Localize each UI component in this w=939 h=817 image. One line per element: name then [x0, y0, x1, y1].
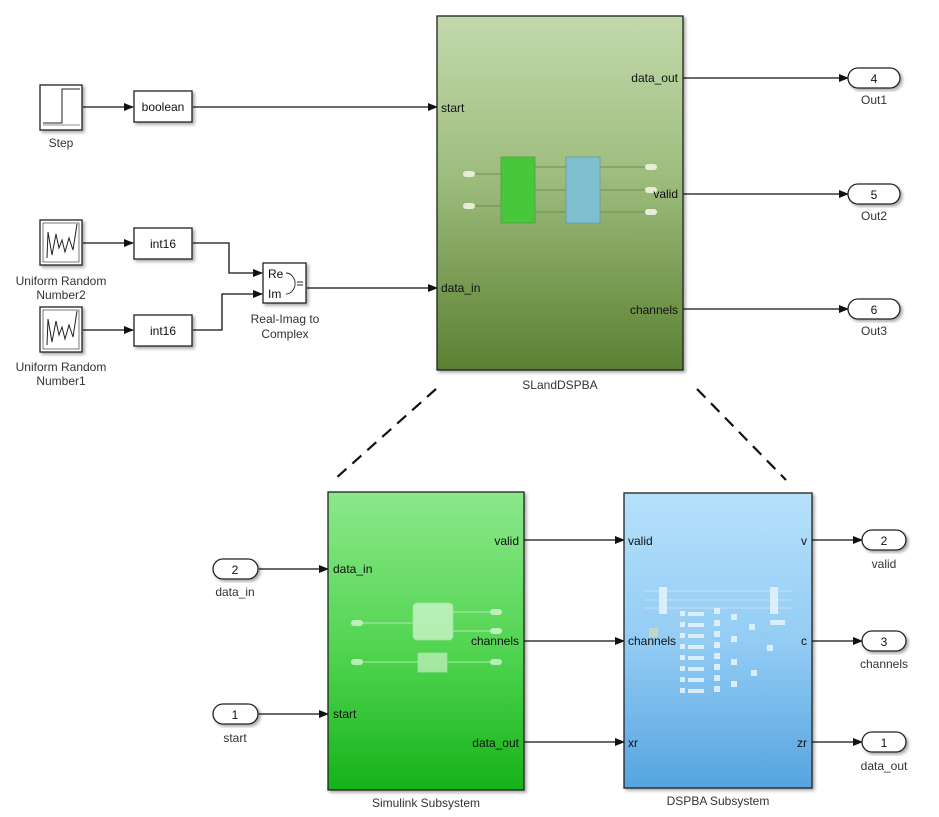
merge-icon	[285, 272, 303, 295]
simulink-subsystem[interactable]: data_in start valid channels data_out Si…	[327, 491, 525, 810]
port-xr: xr	[628, 736, 638, 750]
outport-label: valid	[872, 557, 897, 571]
zoom-line-left	[334, 388, 437, 480]
outport-label: Out1	[861, 93, 887, 107]
port-valid: valid	[653, 187, 678, 201]
random-noise-icon	[46, 223, 78, 259]
uniform-random-number2-block[interactable]: Uniform Random Number2	[16, 219, 107, 302]
dspba-preview-icon	[645, 587, 792, 693]
int16-label-b: int16	[150, 324, 176, 338]
inport-number: 2	[232, 563, 239, 577]
outport-number: 4	[871, 72, 878, 86]
outport-number: 3	[881, 635, 888, 649]
subsystem-name: Simulink Subsystem	[372, 796, 480, 810]
outport-channels[interactable]: 3 channels	[860, 630, 908, 671]
boolean-convert-block[interactable]: boolean	[133, 90, 193, 123]
signal-int16-to-im[interactable]	[193, 290, 263, 331]
simulink-preview-icon	[351, 602, 502, 673]
port-data-in: data_in	[333, 562, 372, 576]
sland-dspba-subsystem[interactable]: start data_in data_out valid channels SL…	[436, 15, 684, 392]
re-port-label: Re	[268, 267, 284, 281]
inport-label: data_in	[215, 585, 254, 599]
int16-convert-block-b[interactable]: int16	[133, 314, 193, 347]
outport-out1[interactable]: 4 Out1	[847, 67, 901, 107]
dspba-subsystem[interactable]: valid channels xr v c zr DSPBA Subsystem	[623, 492, 813, 808]
outport-valid[interactable]: 2 valid	[861, 529, 907, 571]
inport-label: start	[223, 731, 247, 745]
outport-number: 6	[871, 303, 878, 317]
port-channels: channels	[630, 303, 678, 317]
port-start: start	[441, 101, 465, 115]
sub-signal-lines	[259, 536, 863, 746]
port-valid: valid	[494, 534, 519, 548]
random1-label-line2: Number1	[36, 374, 86, 388]
port-start: start	[333, 707, 357, 721]
random1-label-line1: Uniform Random	[16, 360, 107, 374]
outport-label: data_out	[861, 759, 908, 773]
uniform-random-number1-block[interactable]: Uniform Random Number1	[16, 306, 107, 388]
subsystem-name: SLandDSPBA	[522, 378, 597, 392]
boolean-convert-label: boolean	[142, 100, 185, 114]
port-channels: channels	[628, 634, 676, 648]
outport-number: 5	[871, 188, 878, 202]
inport-data-in[interactable]: 2 data_in	[212, 558, 259, 599]
outport-label: channels	[860, 657, 908, 671]
port-v: v	[801, 534, 807, 548]
port-c: c	[801, 634, 807, 648]
int16-label-a: int16	[150, 237, 176, 251]
inport-number: 1	[232, 708, 239, 722]
signal-int16-to-re[interactable]	[193, 242, 263, 277]
port-data-out: data_out	[472, 736, 519, 750]
real-imag-to-complex-block[interactable]: Re Im Real-Imag to Complex	[251, 262, 320, 341]
top-signal-lines	[83, 74, 849, 334]
outport-label: Out3	[861, 324, 887, 338]
outport-number: 1	[881, 736, 888, 750]
port-data-out: data_out	[631, 71, 678, 85]
real-imag-label-line1: Real-Imag to	[251, 312, 320, 326]
random2-label-line1: Uniform Random	[16, 274, 107, 288]
step-icon	[43, 88, 80, 124]
outport-label: Out2	[861, 209, 887, 223]
im-port-label: Im	[268, 287, 281, 301]
step-block[interactable]: Step	[39, 84, 83, 150]
subsystem-name: DSPBA Subsystem	[667, 794, 770, 808]
real-imag-label-line2: Complex	[261, 327, 308, 341]
zoom-indicator-lines	[334, 388, 787, 481]
int16-convert-block-a[interactable]: int16	[133, 227, 193, 260]
outport-out3[interactable]: 6 Out3	[847, 298, 901, 338]
outport-data-out[interactable]: 1 data_out	[861, 731, 908, 773]
outport-out2[interactable]: 5 Out2	[847, 183, 901, 223]
random-noise-icon	[46, 310, 78, 346]
port-data-in: data_in	[441, 281, 480, 295]
outport-number: 2	[881, 534, 888, 548]
subsystem-preview-icon	[463, 156, 657, 224]
port-valid: valid	[628, 534, 653, 548]
zoom-line-right	[696, 388, 787, 481]
step-label: Step	[49, 136, 74, 150]
inport-start[interactable]: 1 start	[212, 703, 259, 745]
port-zr: zr	[797, 736, 807, 750]
port-channels: channels	[471, 634, 519, 648]
random2-label-line2: Number2	[36, 288, 86, 302]
